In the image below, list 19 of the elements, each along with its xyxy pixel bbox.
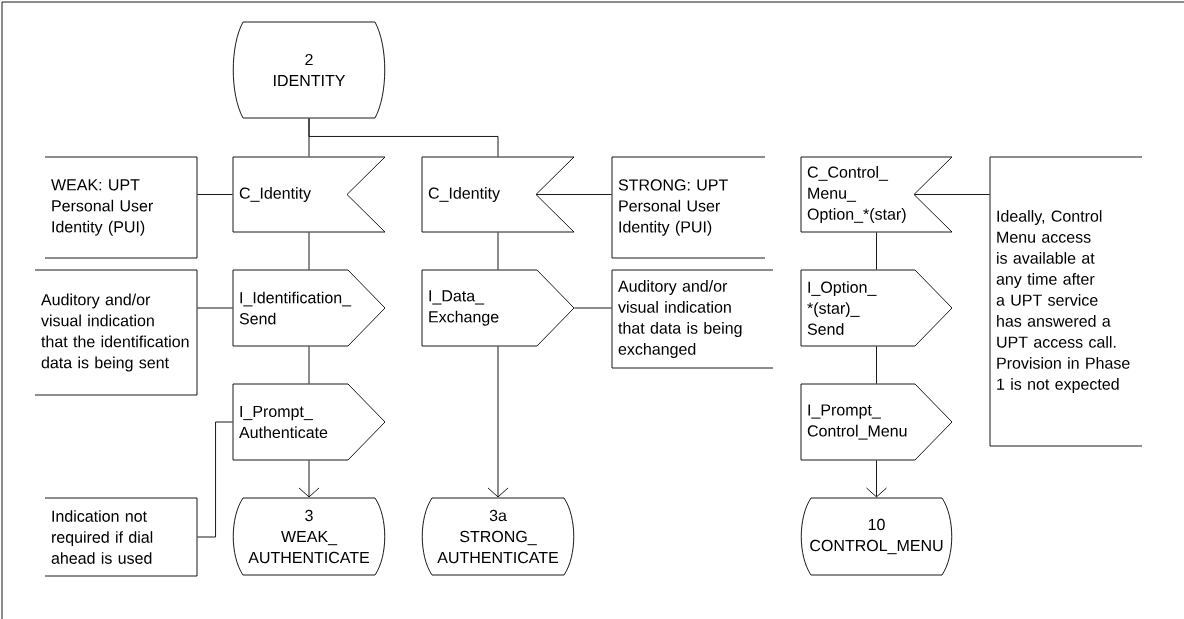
comment-bracket: STRONG: UPT Personal User Identity (PUI) [611, 156, 766, 259]
comment-bracket: WEAK: UPT Personal User Identity (PUI) [44, 156, 198, 259]
connector [876, 346, 877, 384]
connector [866, 460, 887, 498]
connector [876, 232, 877, 270]
connector [308, 118, 499, 157]
connector [308, 232, 310, 270]
connector [497, 232, 499, 270]
comment-bracket: Auditory and/or visual indication that the identification data is being sent [34, 269, 198, 396]
connector [298, 460, 320, 498]
connector [197, 194, 233, 195]
comment-bracket: Ideally, Control Menu access is available at any time after a UPT service has answered a UPT access call. Provision in Phase 1 is not expected [989, 156, 1143, 447]
connector [487, 346, 509, 498]
connector [574, 307, 612, 309]
comment-bracket: Auditory and/or visual indication that data is being exchanged [611, 269, 774, 369]
connector [197, 421, 233, 538]
connector [197, 307, 233, 309]
connector [308, 346, 310, 384]
comment-bracket: Indication not required if dial ahead is used [44, 497, 198, 577]
